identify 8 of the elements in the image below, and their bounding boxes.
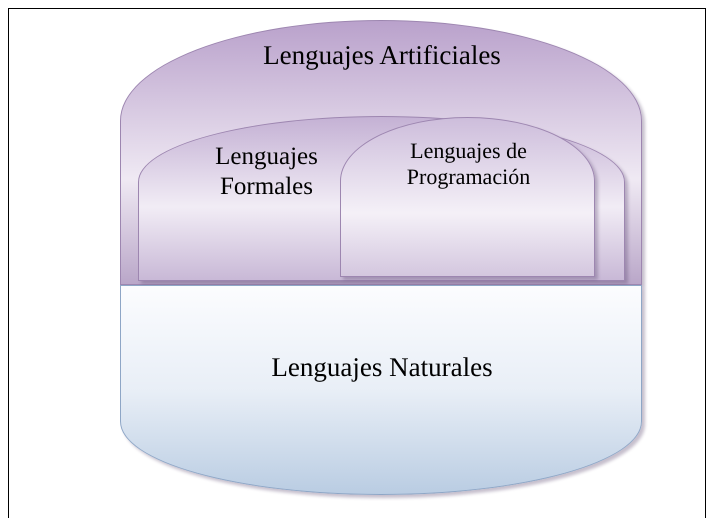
dome-panel [138,116,625,281]
node-label: Lenguajes Naturales [270,351,494,384]
node-label: Lenguajes de Programación [406,138,532,191]
node-label: Lenguajes Formales [214,142,319,202]
bowl-panel [120,285,642,495]
dome-panel [120,20,642,285]
dome-panel [340,117,595,277]
node-label: Lenguajes Artificiales [262,39,502,72]
